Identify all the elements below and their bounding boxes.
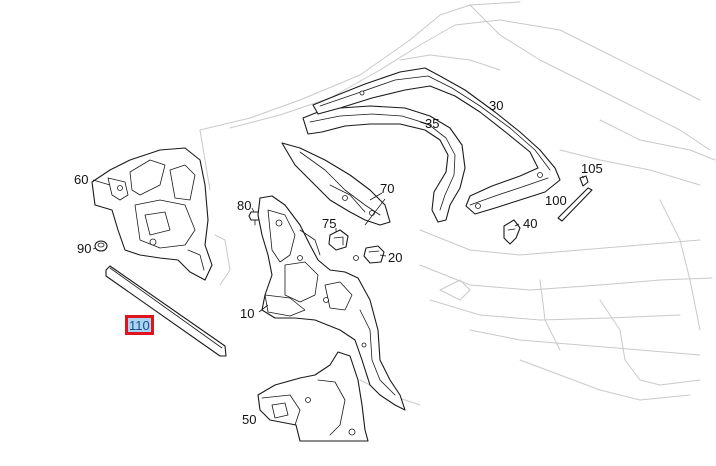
callout-30[interactable]: 30 bbox=[489, 98, 504, 113]
callout-105[interactable]: 105 bbox=[581, 161, 603, 176]
callout-50[interactable]: 50 bbox=[242, 412, 257, 427]
callout-110-selected[interactable]: 110 bbox=[125, 315, 154, 335]
part-70-bracket bbox=[281, 142, 391, 226]
callout-70[interactable]: 70 bbox=[380, 181, 395, 196]
leader-lines bbox=[92, 121, 585, 313]
part-100-rod bbox=[557, 187, 593, 222]
callout-40[interactable]: 40 bbox=[523, 216, 538, 231]
part-90-grommet bbox=[94, 240, 108, 252]
callout-75[interactable]: 75 bbox=[322, 216, 337, 231]
part-10-panel bbox=[257, 195, 406, 411]
part-60-bracket bbox=[91, 147, 213, 281]
callout-90[interactable]: 90 bbox=[77, 241, 92, 256]
callout-100[interactable]: 100 bbox=[545, 193, 567, 208]
callout-60[interactable]: 60 bbox=[74, 172, 89, 187]
part-35-seal bbox=[302, 105, 466, 223]
part-20-connector bbox=[353, 245, 385, 264]
part-75-clip bbox=[328, 229, 349, 251]
part-50-lower-panel bbox=[257, 351, 369, 442]
part-30-frame bbox=[312, 67, 561, 215]
part-105-clip bbox=[579, 175, 589, 187]
part-40-clip bbox=[503, 219, 521, 245]
callout-35[interactable]: 35 bbox=[425, 116, 440, 131]
callout-80[interactable]: 80 bbox=[237, 198, 252, 213]
callout-10[interactable]: 10 bbox=[240, 306, 255, 321]
callout-20[interactable]: 20 bbox=[388, 250, 403, 265]
part-110-seal-strip bbox=[105, 265, 227, 357]
